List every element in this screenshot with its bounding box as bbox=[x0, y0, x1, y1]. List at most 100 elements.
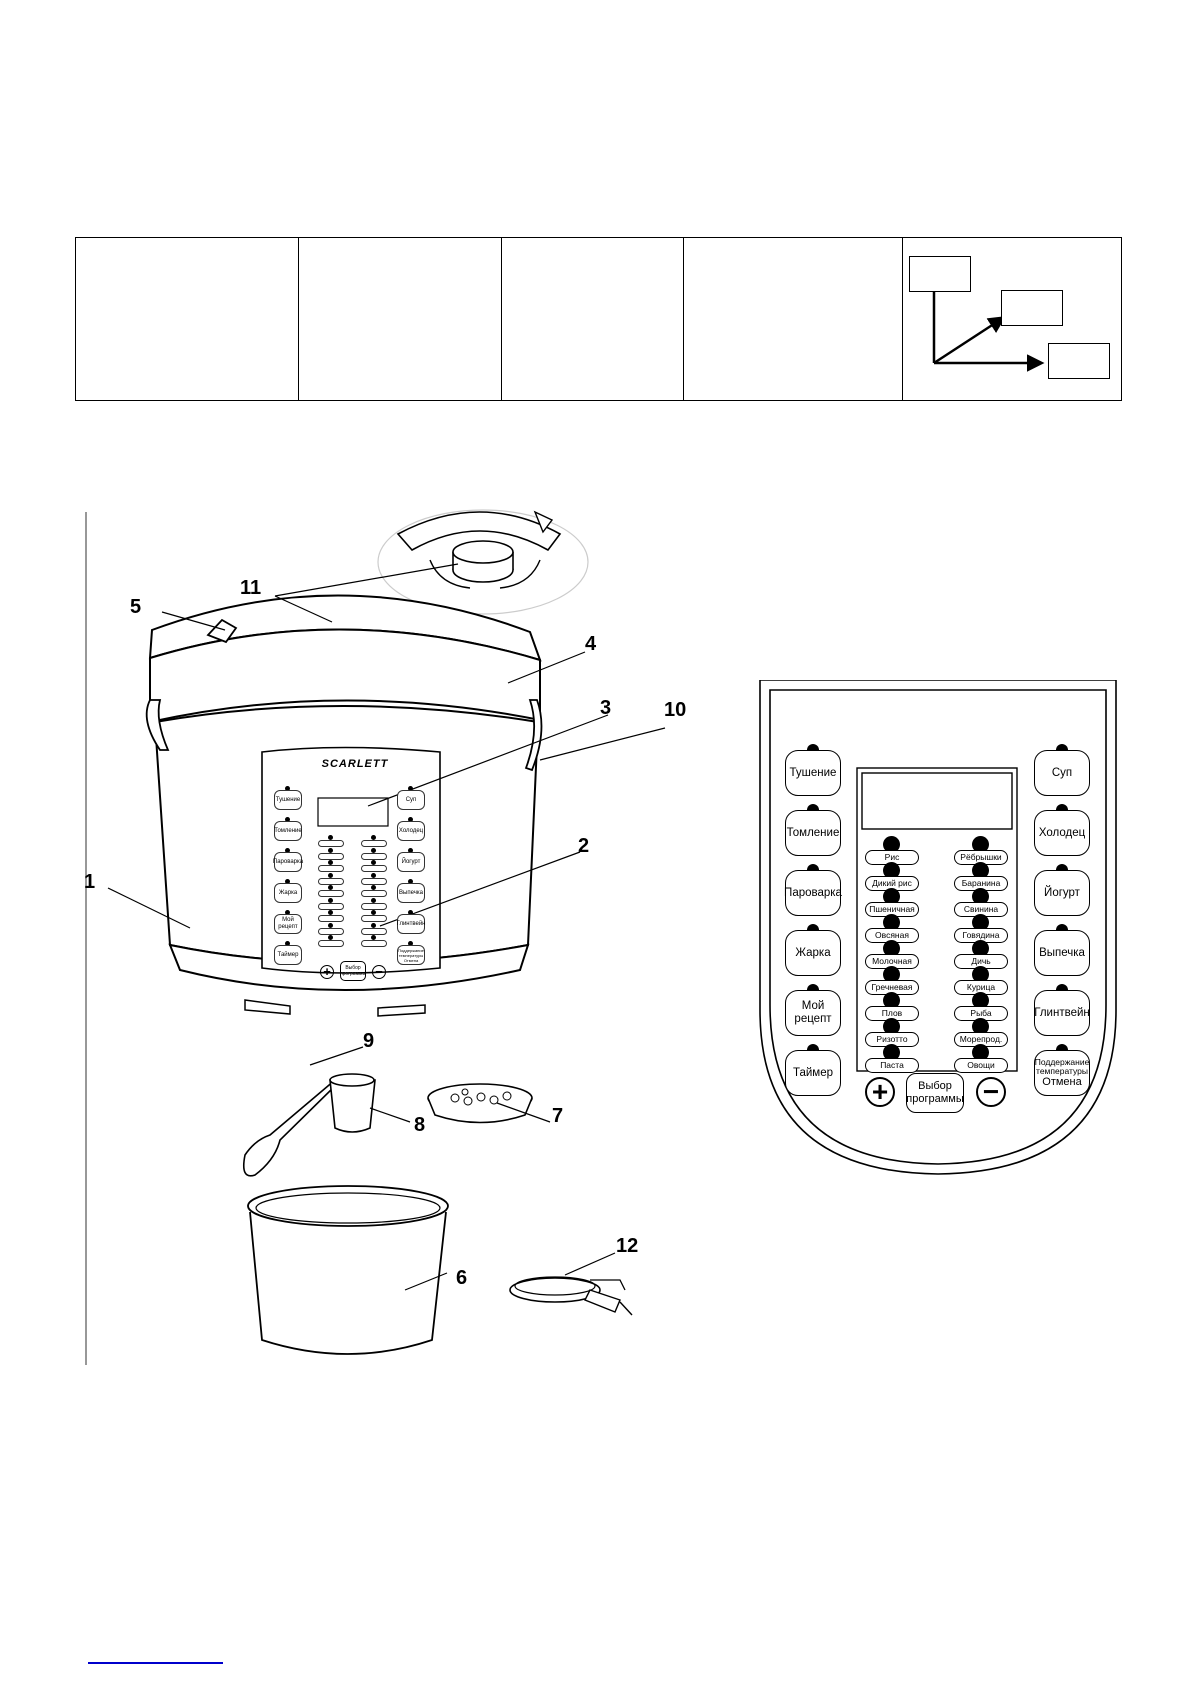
mini-program-pill bbox=[318, 852, 344, 860]
mini-mode-button: Тушение bbox=[274, 790, 302, 810]
mini-program-dot bbox=[328, 835, 333, 840]
mini-program-pill bbox=[318, 940, 344, 947]
program-indicator-dot bbox=[883, 940, 900, 957]
callout-11: 11 bbox=[240, 577, 262, 599]
dimensions-axes-icon bbox=[925, 274, 1045, 372]
mini-program-pill bbox=[318, 902, 344, 910]
program-indicator-dot bbox=[972, 966, 989, 983]
mini-mode-button: Поддержание температуры Отмена bbox=[397, 945, 425, 965]
mode-button-left[interactable]: Мой рецепт bbox=[785, 990, 841, 1036]
mini-mode-button: Суп bbox=[397, 790, 425, 810]
mode-button-right[interactable]: Йогурт bbox=[1034, 870, 1090, 916]
mode-button-left[interactable]: Пароварка bbox=[784, 870, 842, 916]
mini-program-dot bbox=[371, 872, 376, 878]
callout-2: 2 bbox=[578, 835, 590, 857]
mini-program-pill bbox=[318, 927, 344, 935]
mode-button-left[interactable]: Жарка bbox=[785, 930, 841, 976]
mode-button-left[interactable]: Таймер bbox=[785, 1050, 841, 1096]
dimensions-axes-cell bbox=[902, 237, 1122, 401]
program-indicator-dot bbox=[883, 914, 900, 931]
mini-program-dot bbox=[371, 910, 376, 915]
program-indicator-dot bbox=[883, 992, 900, 1009]
program-indicator-dot bbox=[883, 1044, 900, 1061]
program-indicator-dot bbox=[972, 836, 989, 853]
mini-program-pill bbox=[361, 940, 387, 947]
program-indicator-dot bbox=[972, 1018, 989, 1035]
program-indicator-dot bbox=[972, 992, 989, 1009]
program-label[interactable]: Овощи bbox=[954, 1058, 1008, 1073]
mode-button-right[interactable]: Выпечка bbox=[1034, 930, 1090, 976]
mini-mode-button: Томление bbox=[274, 821, 302, 841]
keep-warm-label: Поддержание температуры bbox=[1034, 1056, 1090, 1076]
height-box bbox=[909, 256, 971, 292]
program-indicator-dot bbox=[883, 862, 900, 879]
multicooker-drawing bbox=[85, 509, 666, 1365]
table-cell bbox=[298, 237, 502, 401]
callout-4: 4 bbox=[585, 633, 597, 655]
cancel-label: Отмена bbox=[1042, 1075, 1082, 1088]
program-indicator-dot bbox=[972, 888, 989, 905]
footer-link-underline bbox=[88, 1662, 223, 1664]
callout-7: 7 bbox=[552, 1105, 564, 1127]
program-label[interactable]: Паста bbox=[865, 1058, 919, 1073]
depth-box bbox=[1001, 290, 1063, 326]
mini-program-dot bbox=[371, 885, 376, 890]
mini-program-dot bbox=[371, 847, 376, 853]
mini-program-dot bbox=[328, 847, 333, 853]
mini-mode-button: Холодец bbox=[397, 821, 425, 841]
mini-program-pill bbox=[318, 840, 344, 847]
callout-9: 9 bbox=[363, 1030, 375, 1052]
mini-indicator-dot bbox=[285, 879, 290, 884]
program-indicator-dot bbox=[972, 914, 989, 931]
mini-program-pill bbox=[361, 902, 387, 910]
mini-mode-button: Таймер bbox=[274, 945, 302, 965]
program-indicator-dot bbox=[883, 888, 900, 905]
mini-program-dot bbox=[371, 860, 376, 865]
mode-button-right[interactable]: Глинтвейн bbox=[1034, 990, 1090, 1036]
table-cell bbox=[501, 237, 684, 401]
program-indicator-dot bbox=[883, 836, 900, 853]
plus-button[interactable]: + bbox=[865, 1077, 895, 1107]
mini-program-pill bbox=[361, 927, 387, 935]
mini-program-dot bbox=[371, 835, 376, 840]
mini-mode-button: Йогурт bbox=[397, 852, 425, 872]
select-program-button[interactable]: Выбор программы bbox=[906, 1073, 964, 1113]
mini-program-dot bbox=[328, 860, 333, 865]
mini-indicator-dot bbox=[408, 817, 413, 822]
mode-button-right[interactable]: Суп bbox=[1034, 750, 1090, 796]
mini-program-dot bbox=[328, 885, 333, 890]
program-indicator-dot bbox=[972, 940, 989, 957]
mini-indicator-dot bbox=[408, 879, 413, 884]
mini-select-program-button: Выбор программы bbox=[340, 961, 366, 981]
callout-6: 6 bbox=[456, 1267, 468, 1289]
mini-program-pill bbox=[361, 865, 387, 872]
mini-indicator-dot bbox=[285, 817, 290, 822]
mini-mode-button: Жарка bbox=[274, 883, 302, 903]
callout-3: 3 bbox=[600, 697, 612, 719]
mini-indicator-dot bbox=[408, 848, 413, 853]
mini-indicator-dot bbox=[408, 786, 413, 791]
mini-indicator-dot bbox=[285, 848, 290, 853]
width-box bbox=[1048, 343, 1110, 379]
mode-button-left[interactable]: Тушение bbox=[785, 750, 841, 796]
mini-indicator-dot bbox=[408, 910, 413, 915]
callout-8: 8 bbox=[414, 1114, 426, 1136]
mode-button-left[interactable]: Томление bbox=[785, 810, 841, 856]
table-row bbox=[75, 237, 1122, 401]
minus-button[interactable]: − bbox=[976, 1077, 1006, 1107]
mini-program-dot bbox=[328, 872, 333, 878]
mini-program-pill bbox=[361, 890, 387, 897]
program-indicator-dot bbox=[883, 1018, 900, 1035]
mode-button-right[interactable]: Холодец bbox=[1034, 810, 1090, 856]
table-cell bbox=[683, 237, 903, 401]
callout-1: 1 bbox=[84, 871, 96, 893]
mini-program-dot bbox=[328, 897, 333, 903]
mini-mode-button: Пароварка bbox=[273, 852, 303, 872]
panel-outline bbox=[759, 680, 1117, 1175]
mini-program-dot bbox=[371, 922, 376, 928]
mini-program-dot bbox=[328, 935, 333, 940]
